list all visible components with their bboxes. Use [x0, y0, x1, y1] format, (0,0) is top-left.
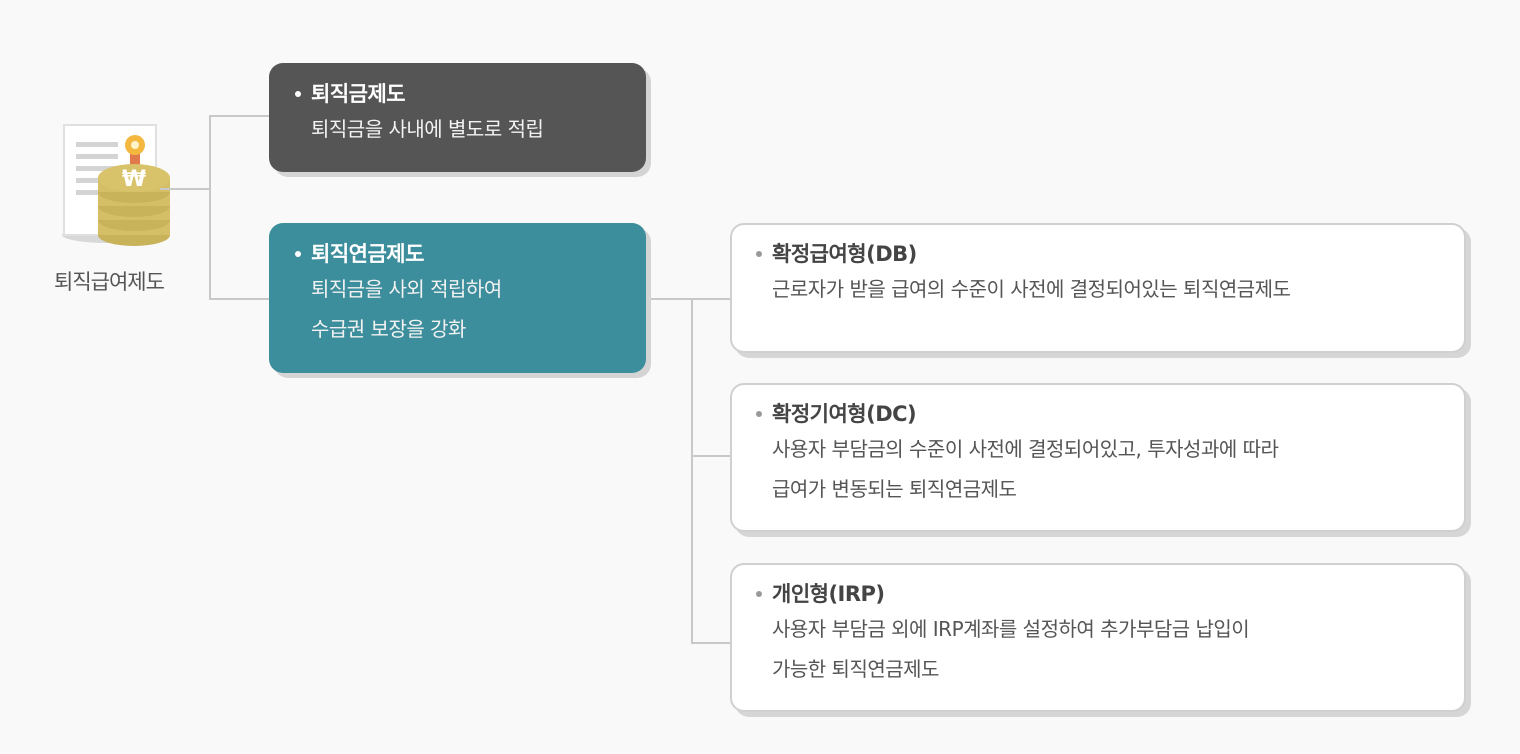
- connector-line: [645, 298, 732, 300]
- root-label: 퇴직급여제도: [54, 270, 165, 294]
- card-description: 사용자 부담금 외에 IRP계좌를 설정하여 추가부담금 납입이 가능한 퇴직연…: [772, 617, 1250, 681]
- bullet-icon: [295, 91, 301, 97]
- card-title: 퇴직연금제도: [311, 242, 424, 266]
- connector-line: [160, 188, 210, 190]
- bullet-icon: [756, 251, 762, 257]
- card-title: 확정기여형(DC): [772, 402, 917, 426]
- certificate-coins-icon: ₩: [62, 124, 170, 246]
- card-title: 개인형(IRP): [772, 582, 885, 606]
- bullet-icon: [756, 411, 762, 417]
- db-plan-card: 확정급여형(DB) 근로자가 받을 급여의 수준이 사전에 결정되어있는 퇴직연…: [730, 223, 1466, 353]
- retirement-pension-card: 퇴직연금제도 퇴직금을 사외 적립하여 수급권 보장을 강화: [269, 223, 646, 373]
- connector-line: [209, 298, 271, 300]
- svg-text:₩: ₩: [122, 167, 146, 192]
- card-title: 퇴직금제도: [311, 82, 406, 106]
- connector-line: [209, 115, 271, 117]
- bullet-icon: [756, 591, 762, 597]
- connector-line: [691, 642, 732, 644]
- connector-line: [209, 115, 211, 300]
- card-title: 확정급여형(DB): [772, 242, 917, 266]
- severance-pay-card: 퇴직금제도 퇴직금을 사내에 별도로 적립: [269, 63, 646, 172]
- card-description: 퇴직금을 사외 적립하여 수급권 보장을 강화: [311, 277, 502, 341]
- connector-line: [691, 455, 732, 457]
- dc-plan-card: 확정기여형(DC) 사용자 부담금의 수준이 사전에 결정되어있고, 투자성과에…: [730, 383, 1466, 532]
- bullet-icon: [295, 251, 301, 257]
- card-description: 근로자가 받을 급여의 수준이 사전에 결정되어있는 퇴직연금제도: [772, 277, 1291, 301]
- card-description: 퇴직금을 사내에 별도로 적립: [311, 117, 544, 141]
- irp-plan-card: 개인형(IRP) 사용자 부담금 외에 IRP계좌를 설정하여 추가부담금 납입…: [730, 563, 1466, 712]
- card-description: 사용자 부담금의 수준이 사전에 결정되어있고, 투자성과에 따라 급여가 변동…: [772, 437, 1279, 501]
- connector-line: [691, 298, 693, 644]
- root-node: ₩ 퇴직급여제도: [30, 120, 190, 294]
